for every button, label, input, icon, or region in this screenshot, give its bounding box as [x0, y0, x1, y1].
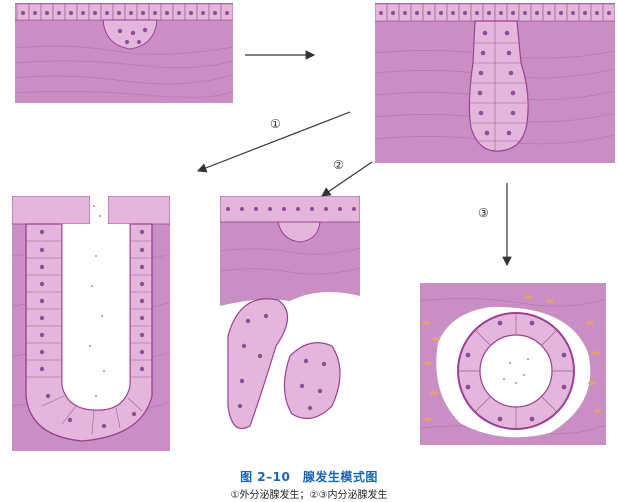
step1-label: ① — [270, 117, 281, 131]
panel-exocrine-gland-drawing — [12, 196, 170, 451]
panel-endocrine-cord-gland — [220, 196, 360, 451]
panel-epithelial-cord-drawing — [375, 3, 615, 163]
panel-exocrine-gland — [12, 196, 170, 451]
arrow-step2 — [321, 161, 373, 197]
panel-epithelial-bud-drawing — [15, 3, 233, 103]
figure-caption-subtitle: ①外分泌腺发生；②③内分泌腺发生 — [230, 490, 388, 501]
panel-endocrine-follicle — [420, 283, 606, 445]
step2-label: ② — [333, 158, 344, 172]
step3-label: ③ — [478, 206, 489, 220]
panel-endocrine-follicle-drawing — [420, 283, 606, 445]
figure-caption-title: 图 2–10 腺发生模式图 — [240, 470, 378, 484]
panel-epithelial-bud — [15, 3, 233, 103]
panel-epithelial-cord — [375, 3, 615, 163]
panel-endocrine-cord-gland-drawing — [220, 196, 360, 451]
arrow-step1 — [196, 111, 351, 173]
